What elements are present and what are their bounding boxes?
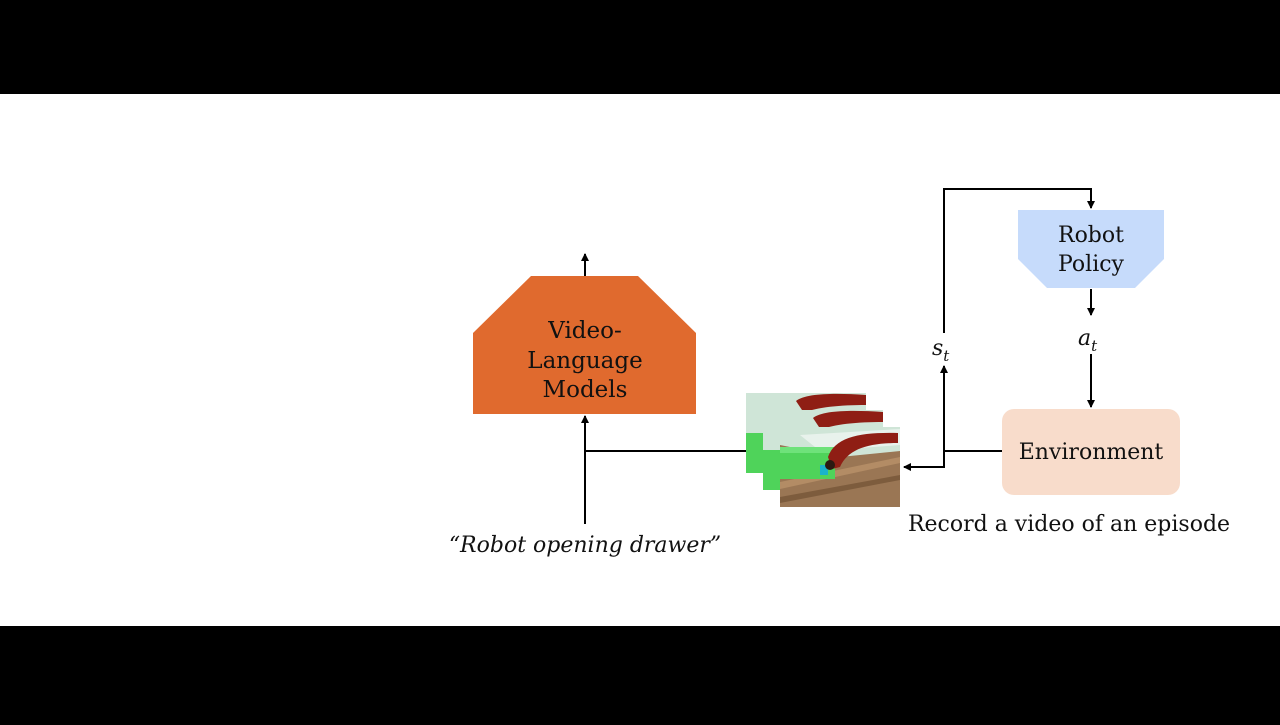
robot-policy-label-line-2: Policy [1058,252,1125,277]
vlm-label-line-2: Language [527,348,642,374]
vlm-label-line-3: Models [543,377,628,403]
robot-policy-label-line-1: Robot [1058,223,1124,248]
action-label: at [1078,326,1098,355]
state-to-policy-arrow [943,188,1095,333]
video-caption: Record a video of an episode [908,512,1230,537]
bottom-letterbox-bar [0,626,1280,720]
vlm-block [473,276,696,414]
environment-block [1002,409,1180,495]
robot-policy-block [1018,210,1164,288]
environment-label: Environment [1019,440,1164,465]
state-label: st [932,336,950,365]
environment-to-video-arrow [903,450,1002,471]
vlm-label-line-1: Video- [547,318,622,344]
top-letterbox-bar [0,0,1280,94]
video-frames-stack [746,393,900,507]
video-frame-front [780,427,900,507]
prompt-text: “Robot opening drawer” [449,533,721,558]
